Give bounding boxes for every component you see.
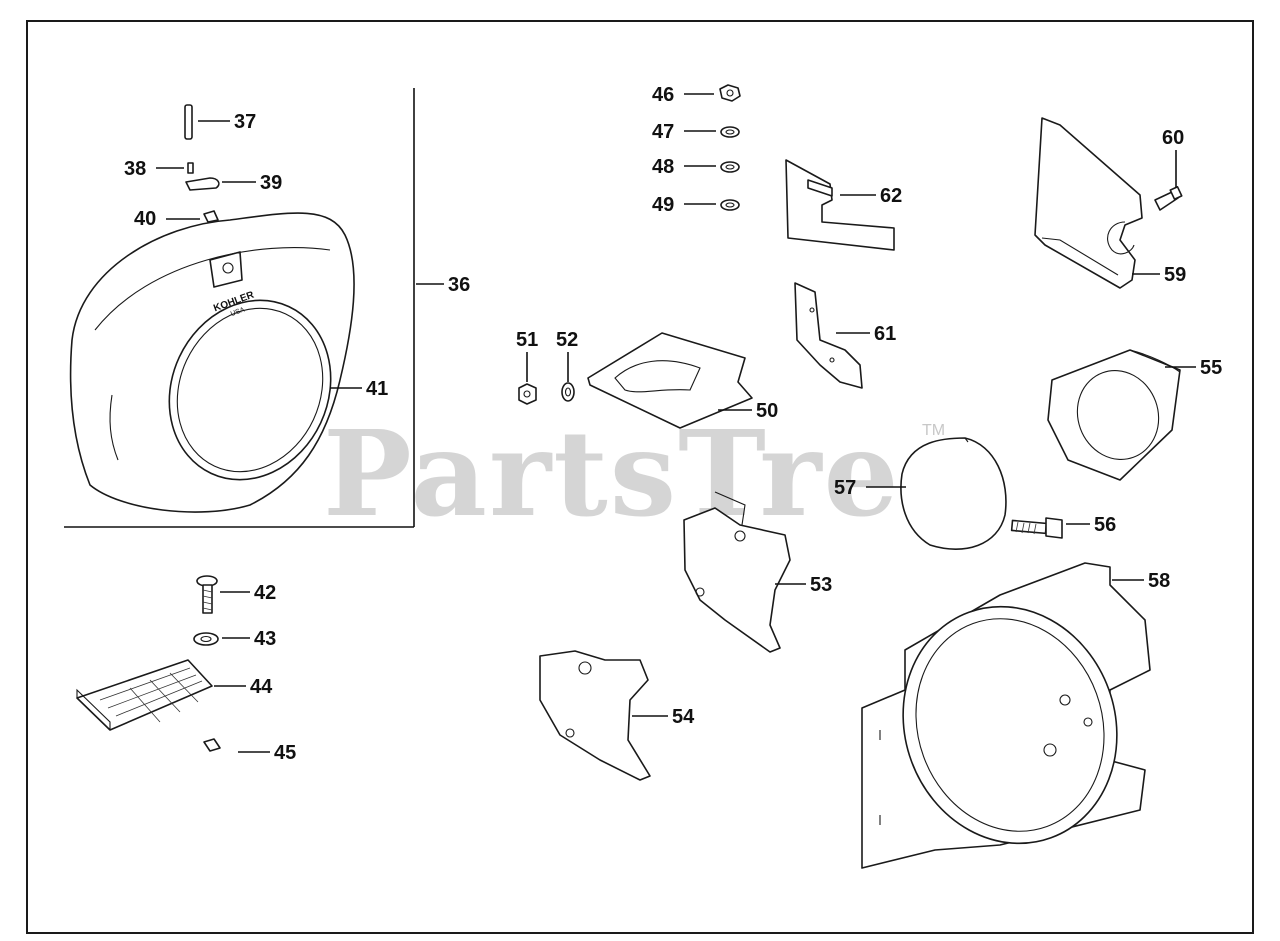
callout-59[interactable]: 59 — [1164, 264, 1186, 286]
part-60-screw[interactable] — [1154, 185, 1183, 211]
callout-52[interactable]: 52 — [556, 329, 578, 351]
part-54-baffle[interactable] — [539, 650, 651, 781]
callout-57[interactable]: 57 — [834, 477, 856, 499]
part-57-disc[interactable] — [900, 437, 1007, 550]
callout-37[interactable]: 37 — [234, 111, 256, 133]
callout-42[interactable]: 42 — [254, 582, 276, 604]
callout-41[interactable]: 41 — [366, 378, 388, 400]
callout-layer: 36 37 38 39 40 41 42 43 44 45 46 47 48 4… — [124, 84, 1222, 764]
callout-55[interactable]: 55 — [1200, 357, 1222, 379]
callout-53[interactable]: 53 — [810, 574, 832, 596]
part-44-screen[interactable] — [76, 659, 213, 731]
callout-36[interactable]: 36 — [448, 274, 470, 296]
kohler-logo-subtext: USA — [230, 306, 246, 318]
part-48-washer[interactable] — [720, 161, 740, 173]
part-42-bolt[interactable] — [196, 575, 218, 614]
callout-56[interactable]: 56 — [1094, 514, 1116, 536]
part-55-housing[interactable] — [1047, 349, 1181, 481]
part-47-washer[interactable] — [720, 126, 740, 138]
callout-47[interactable]: 47 — [652, 121, 674, 143]
part-38-screw[interactable] — [187, 162, 194, 174]
part-59-shroud[interactable] — [1034, 117, 1143, 289]
callout-39[interactable]: 39 — [260, 172, 282, 194]
callout-51[interactable]: 51 — [516, 329, 538, 351]
callout-44[interactable]: 44 — [250, 676, 273, 698]
watermark-trademark: TM — [922, 422, 945, 439]
part-51-nut[interactable] — [518, 383, 537, 405]
callout-62[interactable]: 62 — [880, 185, 902, 207]
part-37-pin[interactable] — [184, 104, 193, 140]
part-52-washer[interactable] — [561, 382, 575, 402]
callout-46[interactable]: 46 — [652, 84, 674, 106]
callout-50[interactable]: 50 — [756, 400, 778, 422]
part-39-clip[interactable] — [185, 177, 220, 191]
part-41-blower-housing[interactable]: KOHLER USA — [69, 212, 360, 513]
callout-54[interactable]: 54 — [672, 706, 695, 728]
callout-43[interactable]: 43 — [254, 628, 276, 650]
part-62-bracket[interactable] — [785, 159, 895, 251]
part-53-baffle[interactable] — [683, 491, 791, 653]
callout-58[interactable]: 58 — [1148, 570, 1170, 592]
callout-61[interactable]: 61 — [874, 323, 896, 345]
part-43-washer[interactable] — [193, 632, 219, 646]
part-40-grommet[interactable] — [203, 210, 219, 223]
callout-38[interactable]: 38 — [124, 158, 146, 180]
callout-60[interactable]: 60 — [1162, 127, 1184, 149]
watermark-text: PartsTree — [323, 404, 978, 543]
callout-45[interactable]: 45 — [274, 742, 296, 764]
part-56-bolt[interactable] — [1010, 517, 1063, 539]
part-50-plate[interactable] — [587, 332, 753, 429]
callout-48[interactable]: 48 — [652, 156, 674, 178]
part-46-nut[interactable] — [719, 84, 741, 102]
part-45-clip[interactable] — [203, 738, 221, 752]
part-49-lock-washer[interactable] — [720, 199, 740, 211]
part-61-bracket[interactable] — [794, 282, 863, 389]
callout-40[interactable]: 40 — [134, 208, 156, 230]
part-58-blower-housing[interactable] — [861, 562, 1151, 874]
callout-49[interactable]: 49 — [652, 194, 674, 216]
